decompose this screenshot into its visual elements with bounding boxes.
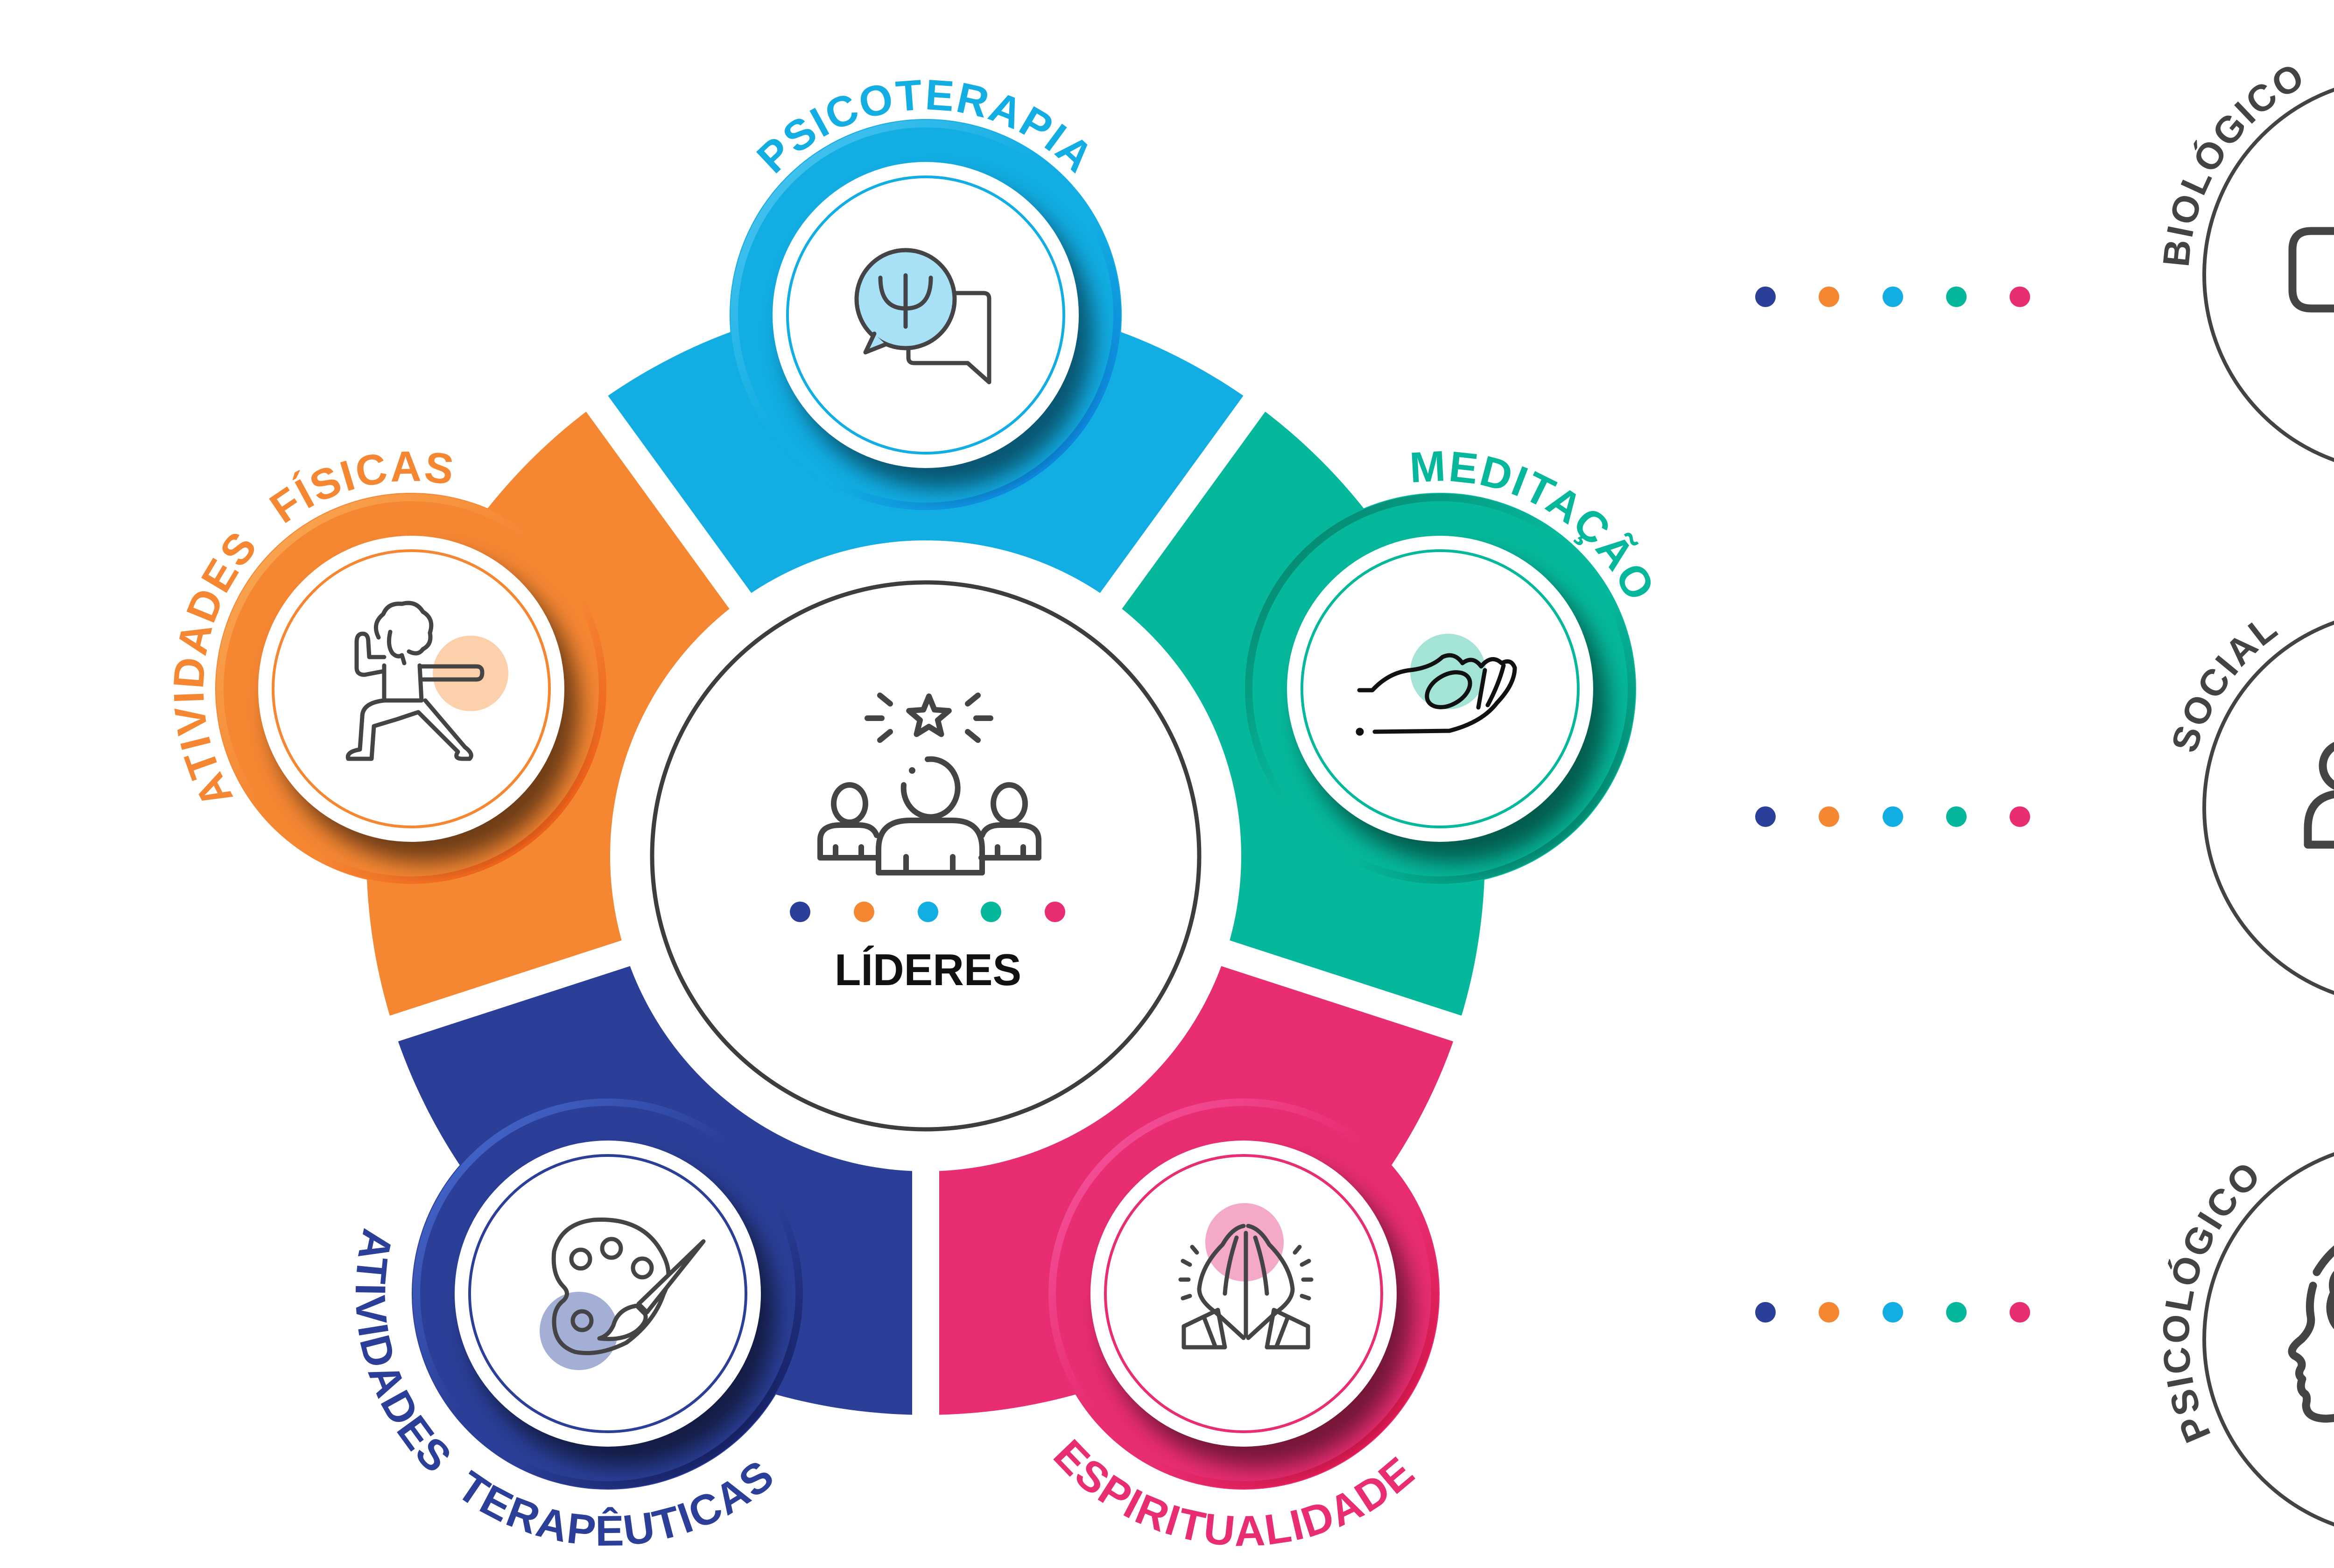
badge-psicoterapia — [730, 119, 1122, 511]
meditation-hand-icon — [1356, 653, 1517, 736]
art-palette-icon — [551, 1217, 706, 1355]
badge-atividades-fisicas — [215, 493, 607, 885]
connector-dots-psicologico — [1755, 1302, 2030, 1323]
center-hub: LÍDERES — [650, 580, 1202, 1132]
connector-dot — [1755, 1302, 1776, 1323]
connector-dot — [1883, 806, 1903, 827]
dimension-label: PSICOLÓGICO — [2155, 1153, 2270, 1449]
highlight-circle — [433, 636, 508, 711]
segment-separators — [362, 372, 1490, 1444]
connector-dot — [1819, 806, 1839, 827]
dimension-psicologico: PSICOLÓGICO — [2155, 1152, 2334, 1526]
connector-dot — [1883, 1302, 1903, 1323]
badge-meditacao — [1244, 493, 1636, 885]
badge-atividades-terapeuticas — [412, 1098, 804, 1490]
center-color-dots — [790, 902, 1065, 922]
connector-dot — [1883, 287, 1903, 307]
center-circle — [650, 580, 1202, 1132]
connector-dot — [1819, 287, 1839, 307]
psi-speech-bubble-icon — [854, 248, 991, 385]
color-dot — [854, 902, 874, 922]
dimension-label: BIOLÓGICO — [2155, 54, 2313, 268]
connector-dot — [2010, 287, 2030, 307]
exercise-person-icon — [345, 601, 485, 761]
leaders-star-icon — [817, 693, 1041, 875]
connector-dot — [1755, 806, 1776, 827]
connector-dot — [1819, 1302, 1839, 1323]
dimension-label: SOCIAL — [2163, 606, 2285, 757]
connector-dots-social — [1755, 806, 2030, 827]
color-dot — [918, 902, 938, 922]
dimension-social: SOCIAL — [2163, 606, 2334, 995]
dimension-circle — [2202, 1152, 2334, 1526]
badge-espiritualidade — [1047, 1098, 1440, 1490]
dimension-biologico: BIOLÓGICO — [2155, 54, 2334, 462]
connector-dot — [2010, 806, 2030, 827]
head-brain-heart-icon — [2288, 1245, 2334, 1423]
connector-dot — [1755, 287, 1776, 307]
color-dot — [790, 902, 810, 922]
dimension-circle — [2202, 88, 2334, 462]
center-title: LÍDERES — [835, 945, 1021, 995]
praying-hands-icon — [1178, 1224, 1314, 1350]
color-dot — [1045, 902, 1065, 922]
medical-cross-icon — [2288, 227, 2334, 313]
connector-dots-biologico — [1755, 287, 2030, 307]
connector-dot — [1946, 806, 1967, 827]
connector-dot — [1946, 1302, 1967, 1323]
color-dot — [981, 902, 1001, 922]
dimension-circle — [2202, 621, 2334, 995]
connector-dot — [2010, 1302, 2030, 1323]
people-group-icon — [2304, 742, 2334, 849]
connector-dot — [1946, 287, 1967, 307]
